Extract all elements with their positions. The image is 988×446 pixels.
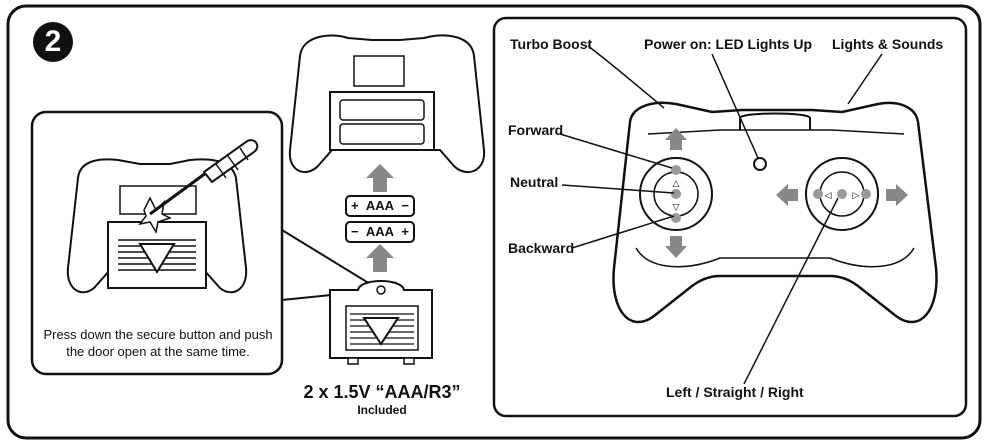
battery-cell-label: AAA <box>365 224 395 239</box>
battery-cell <box>345 195 415 217</box>
battery-cell <box>345 221 415 243</box>
big-controller: △ ▽ ◁ ▷ <box>612 101 938 324</box>
battery-minus: − <box>351 224 359 239</box>
battery-minus: − <box>401 198 409 213</box>
label-backward: Backward <box>508 240 575 256</box>
outer-frame <box>6 4 982 440</box>
screwdriver-icon <box>149 139 259 216</box>
label-lights-sounds: Lights & Sounds <box>832 36 944 52</box>
battery-label-top: + AAA − <box>351 198 409 213</box>
leader-lines <box>559 45 883 385</box>
battery-plus: + <box>401 224 409 239</box>
battery-door <box>329 280 433 365</box>
label-turbo-boost: Turbo Boost <box>510 36 593 52</box>
svg-text:▽: ▽ <box>673 203 680 213</box>
instruction-text: Press down the secure button and push th… <box>43 327 273 359</box>
power-led <box>753 157 767 171</box>
battery-included: Included <box>357 403 407 417</box>
battery-label-bottom: − AAA + <box>351 224 409 239</box>
svg-text:▷: ▷ <box>853 191 860 201</box>
battery-cell-label: AAA <box>365 198 395 213</box>
battery-plus: + <box>351 198 359 213</box>
label-steering: Left / Straight / Right <box>666 384 804 400</box>
svg-text:◁: ◁ <box>825 191 832 201</box>
battery-spec: 2 x 1.5V “AAA/R3” <box>303 382 461 402</box>
step-number-badge: 2 <box>33 22 73 62</box>
label-neutral: Neutral <box>510 174 559 190</box>
connector-line <box>281 229 381 291</box>
controller-panel <box>492 16 968 418</box>
open-controller <box>288 34 486 174</box>
inset-box <box>30 110 284 376</box>
label-forward: Forward <box>508 122 564 138</box>
label-power-led: Power on: LED Lights Up <box>644 36 812 52</box>
arrow-up-icon <box>366 164 394 192</box>
arrow-up-icon <box>366 244 394 272</box>
svg-text:△: △ <box>673 179 680 189</box>
small-controller <box>66 158 248 294</box>
